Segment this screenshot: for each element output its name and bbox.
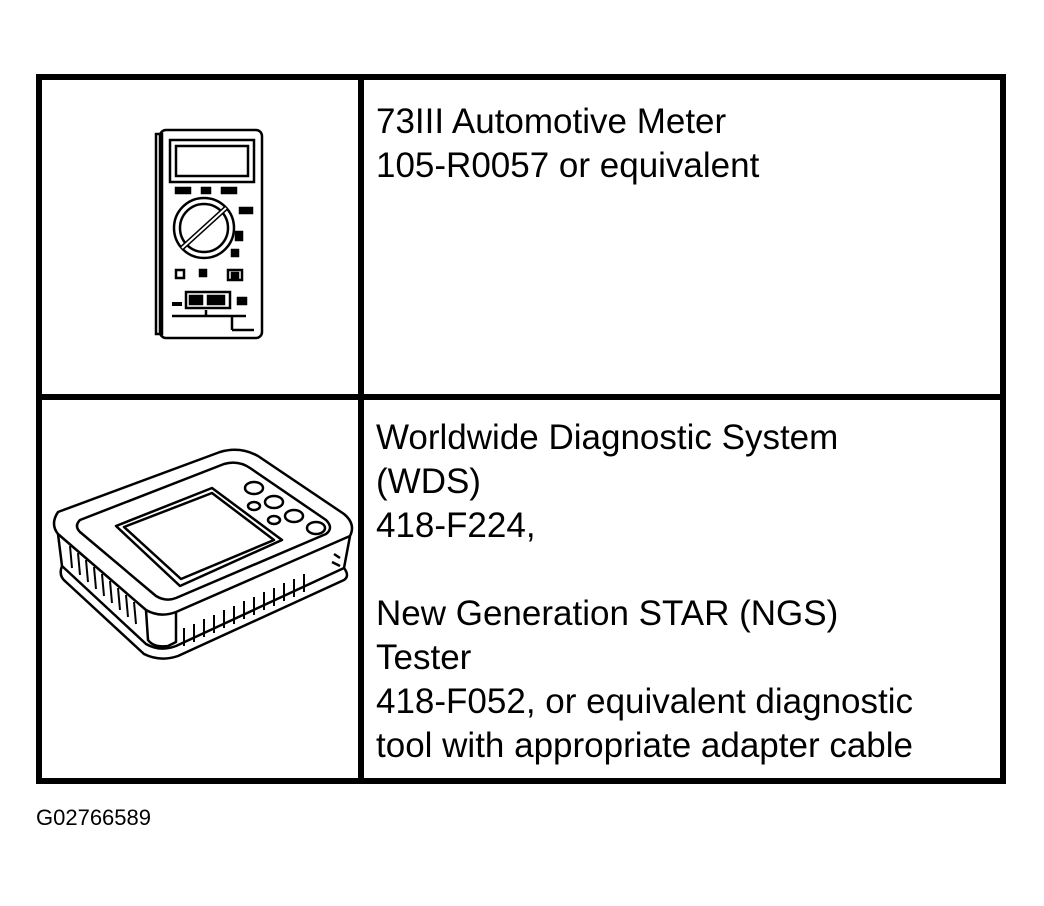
tool-description-cell: 73III Automotive Meter 105-R0057 or equi… — [376, 80, 992, 394]
figure-code: G02766589 — [36, 805, 151, 830]
tester-description: Worldwide Diagnostic System (WDS) 418-F2… — [376, 416, 913, 768]
tool-image-cell — [42, 400, 364, 778]
ngs-part-number: 418-F052, or equivalent diagnostic — [376, 682, 914, 721]
spacer — [376, 548, 913, 592]
multimeter-icon — [154, 128, 264, 340]
meter-description: 73III Automotive Meter 105-R0057 or equi… — [376, 100, 759, 188]
tool-table: 73III Automotive Meter 105-R0057 or equi… — [36, 74, 1006, 784]
diagnostic-tester-icon — [52, 448, 354, 660]
tool-row-tester: Worldwide Diagnostic System (WDS) 418-F2… — [42, 400, 1000, 778]
tool-image-cell — [42, 80, 364, 394]
tool-row-meter: 73III Automotive Meter 105-R0057 or equi… — [42, 80, 1000, 400]
tool-description-cell: Worldwide Diagnostic System (WDS) 418-F2… — [376, 400, 992, 778]
ngs-type: Tester — [376, 638, 472, 677]
meter-part-number: 105-R0057 or equivalent — [376, 146, 760, 185]
wds-name: Worldwide Diagnostic System — [376, 418, 839, 457]
wds-abbrev: (WDS) — [376, 462, 481, 501]
wds-part-number: 418-F224, — [376, 506, 536, 545]
meter-name: 73III Automotive Meter — [376, 102, 727, 141]
ngs-name: New Generation STAR (NGS) — [376, 594, 839, 633]
ngs-adapter-note: tool with appropriate adapter cable — [376, 726, 914, 765]
